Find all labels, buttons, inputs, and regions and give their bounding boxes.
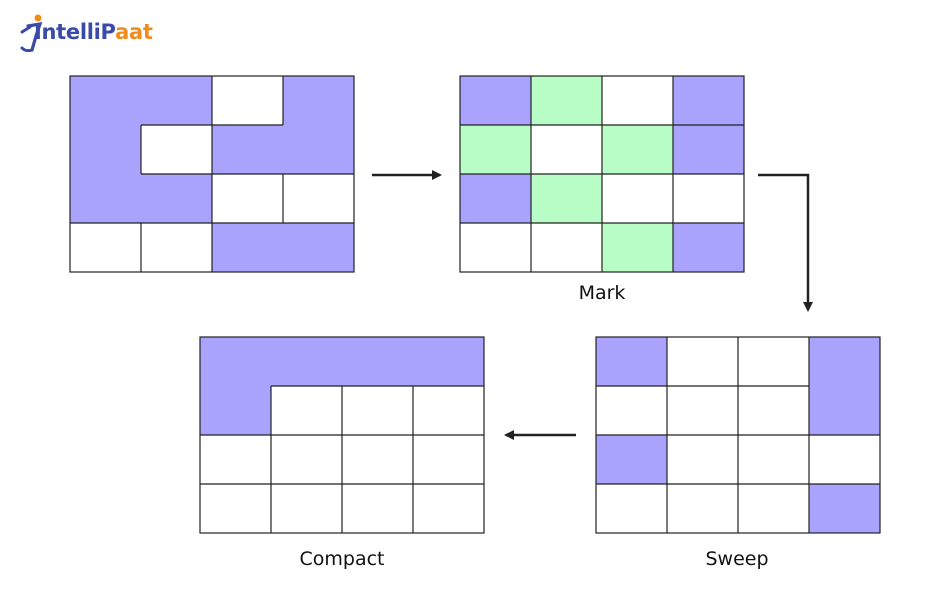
cell-purple [596,337,667,386]
cell-purple [283,223,354,272]
cell-white [602,174,673,223]
grid-outline [459,75,745,273]
grid-outline [199,336,485,534]
cell-purple [271,337,342,386]
cell-white [342,484,413,533]
grid-outline [69,75,355,273]
cell-white [200,435,271,484]
cell-purple [413,337,484,386]
cell-white [460,223,531,272]
cell-white [596,484,667,533]
cell-purple [809,386,880,435]
cell-purple [342,337,413,386]
brand-name-part1: IntelliP [34,20,116,44]
cell-green [531,76,602,125]
cell-white [673,174,744,223]
cell-white [271,386,342,435]
cell-purple [141,174,212,223]
cell-purple [460,76,531,125]
brand-name: IntelliPaat [34,20,153,44]
cell-purple [673,125,744,174]
grid-initial [69,75,355,273]
cell-white [342,386,413,435]
cell-white [738,435,809,484]
cell-purple [70,76,141,125]
cell-white [531,125,602,174]
cell-green [602,223,673,272]
cell-white [413,386,484,435]
cell-white [413,484,484,533]
cell-white [200,484,271,533]
cell-purple [212,223,283,272]
flow-arrows [372,170,813,440]
cell-white [667,435,738,484]
cell-purple [70,125,141,174]
grid-mark [459,75,745,273]
label-sweep: Sweep [705,548,769,570]
cell-purple [283,125,354,174]
brand-name-part2: aat [115,20,153,44]
cell-purple [141,76,212,125]
cell-purple [596,435,667,484]
cell-purple [212,125,283,174]
cell-white [809,435,880,484]
cell-white [531,223,602,272]
grid-compact [199,336,485,534]
cell-white [342,435,413,484]
cell-white [738,484,809,533]
person-jumping-icon [20,14,43,53]
cell-green [602,125,673,174]
cell-white [738,386,809,435]
grid-sweep [595,336,881,534]
arrow-mark-to-sweep [758,173,813,312]
cell-white [70,223,141,272]
cell-green [460,125,531,174]
cell-green [531,174,602,223]
cell-purple [809,484,880,533]
cell-white [667,386,738,435]
cell-white [212,76,283,125]
cell-purple [200,337,271,386]
label-compact: Compact [299,548,385,570]
cell-white [667,337,738,386]
cell-white [602,76,673,125]
cell-purple [70,174,141,223]
cell-purple [200,386,271,435]
label-mark: Mark [578,282,626,304]
cell-white [141,125,212,174]
cell-purple [809,337,880,386]
cell-white [738,337,809,386]
cell-white [271,435,342,484]
cell-white [596,386,667,435]
intellipaat-logo [18,12,158,56]
cell-white [283,174,354,223]
cell-white [271,484,342,533]
cell-purple [673,76,744,125]
cell-white [141,223,212,272]
cell-white [667,484,738,533]
cell-purple [283,76,354,125]
cell-purple [460,174,531,223]
cell-purple [673,223,744,272]
cell-white [212,174,283,223]
cell-white [413,435,484,484]
grid-outline [595,336,881,534]
